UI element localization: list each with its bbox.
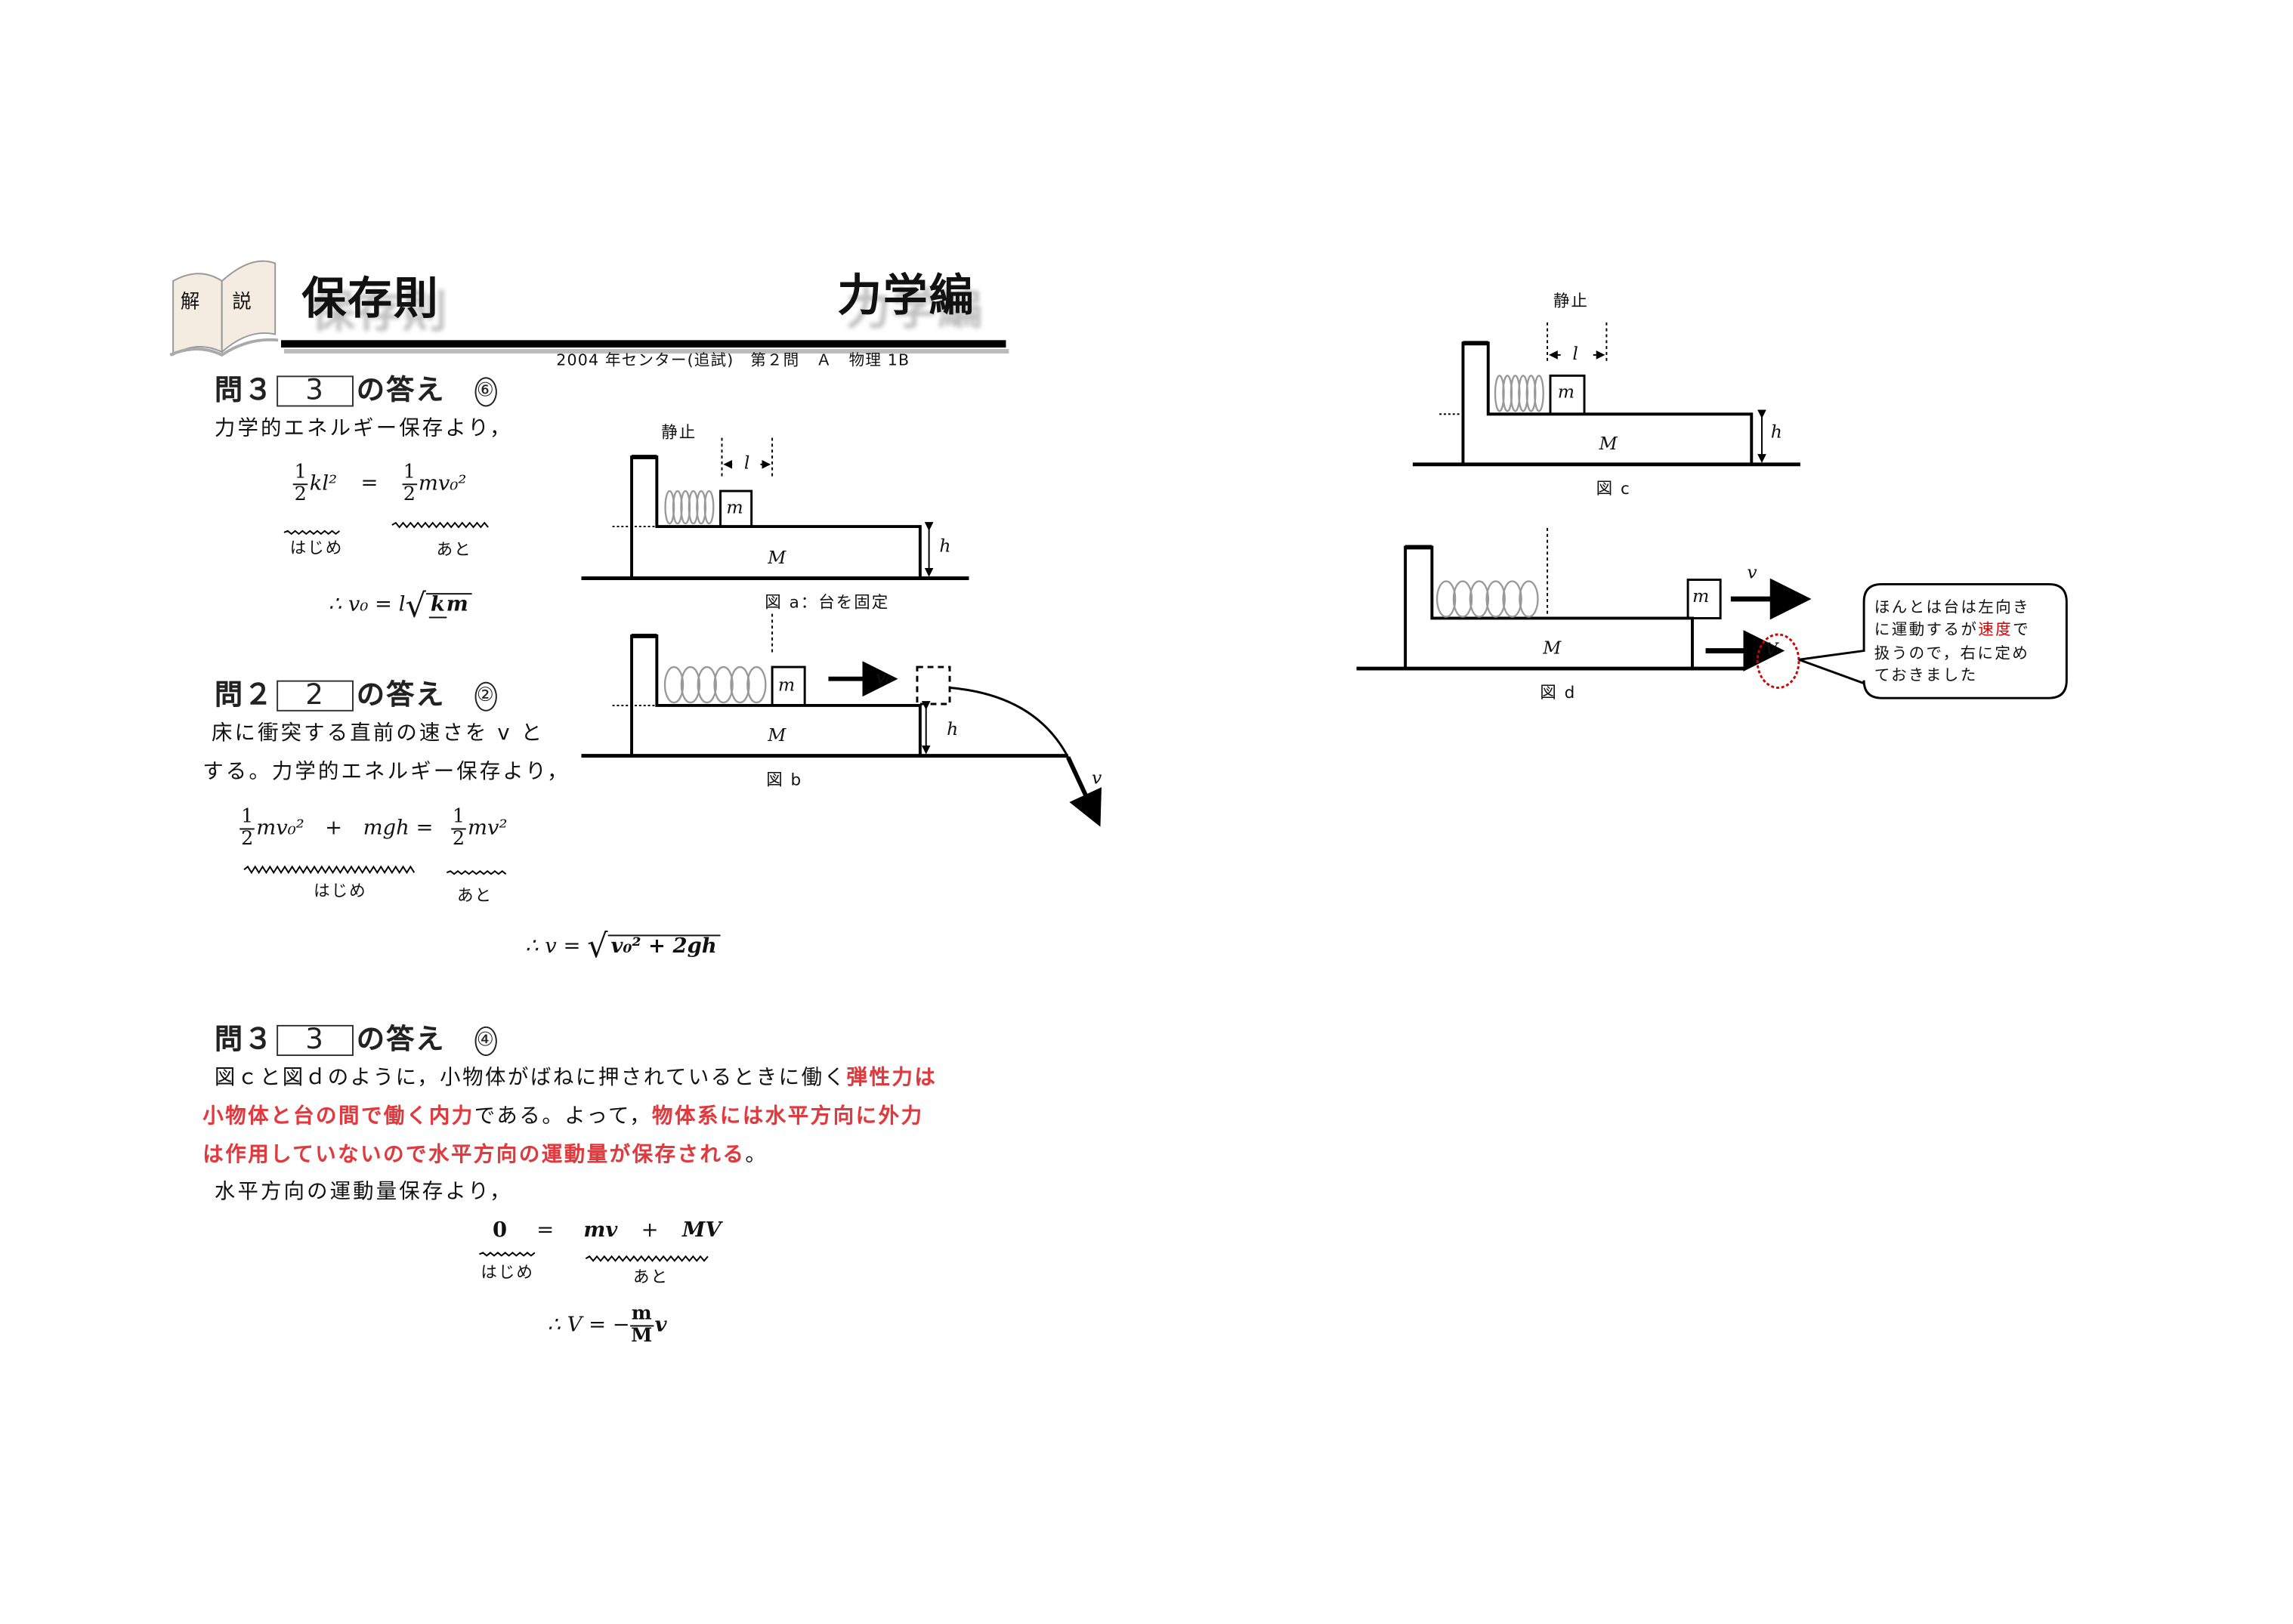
q1-after-label: あと <box>436 539 472 560</box>
wavy-underline <box>446 870 507 875</box>
fig-d-v: v <box>1747 562 1757 583</box>
fig-c-h: h <box>1770 421 1782 443</box>
q2-after-label: あと <box>457 885 493 906</box>
highlight-circle <box>1756 633 1800 689</box>
fig-c-M: M <box>1599 433 1618 455</box>
q3-before-label: はじめ <box>481 1263 534 1283</box>
fig-c-caption: 図 c <box>1596 479 1631 499</box>
q3-after-label: あと <box>633 1267 669 1287</box>
spring-coil <box>1435 580 1457 618</box>
fig-c-l: l <box>1572 343 1578 364</box>
book-label-1: 解 <box>180 291 200 314</box>
callout-bubble <box>1798 582 2068 699</box>
spring-coil <box>1519 580 1539 618</box>
spring-coil <box>1452 580 1473 618</box>
category-title: 力学編 <box>837 270 975 323</box>
q3-line4: 水平方向の運動量保存より， <box>214 1180 513 1204</box>
q2-before-label: はじめ <box>314 881 367 901</box>
fig-d-caption: 図 d <box>1540 683 1577 703</box>
q2-result: ∴ v = √v₀² + 2gh <box>525 931 720 965</box>
fig-c-rest: 静止 <box>1553 291 1589 311</box>
fig-a-h: h <box>939 535 951 557</box>
figure-c <box>1412 322 1800 467</box>
book-icon <box>169 260 279 357</box>
fig-b-v0: v₀ <box>876 667 893 688</box>
fig-a-M: M <box>768 547 786 568</box>
callout-text: ほんとは台は左向き に運動するが速度で 扱うので，右に定め ておきました <box>1874 598 2030 685</box>
fig-b-m: m <box>777 674 796 696</box>
spring-coil <box>663 665 685 704</box>
q1-before-label: はじめ <box>289 538 344 558</box>
fig-b-M: M <box>768 724 786 746</box>
fig-b-v: v <box>1092 767 1102 789</box>
q1-intro: 力学的エネルギー保存より， <box>214 417 513 441</box>
book-label-2: 説 <box>232 291 252 314</box>
wavy-underline <box>585 1255 709 1262</box>
fig-b-caption: 図 b <box>766 770 803 790</box>
spring-coil <box>703 489 715 525</box>
q3-equation: 0=mv+MV <box>493 1218 722 1243</box>
spring-coil <box>1469 580 1490 618</box>
fig-a-rest: 静止 <box>661 422 697 443</box>
q3-line2: 小物体と台の間で働く内力である。よって，物体系には水平方向に外力 <box>202 1104 924 1128</box>
fig-a-m: m <box>726 496 743 518</box>
spring-coil <box>746 665 767 704</box>
spring-coil <box>1534 375 1544 412</box>
wavy-underline <box>391 521 489 529</box>
spring-coil <box>1502 580 1522 618</box>
spring-coil <box>680 665 701 704</box>
q2-line2: する。力学的エネルギー保存より， <box>202 760 570 784</box>
fig-d-V: V <box>1764 638 1778 660</box>
source-line: 2004 年センター(追試) 第２問 Ａ 物理 1B <box>556 352 910 370</box>
fig-a-l: l <box>743 452 750 474</box>
spring-coil <box>697 665 717 704</box>
fig-a-caption: 図 a：台を固定 <box>765 593 890 613</box>
q2-line1: 床に衝突する直前の速さを v と <box>211 721 545 746</box>
figure-d <box>1356 528 2068 699</box>
wavy-underline <box>243 865 416 875</box>
figure-b <box>581 613 1102 827</box>
q3-line1: 図ｃと図ｄのように，小物体がばねに押されているときに働く弾性力は <box>214 1066 938 1091</box>
spring-coil <box>1485 580 1506 618</box>
wavy-underline <box>479 1252 536 1257</box>
spring-coil <box>730 665 750 704</box>
fig-d-m: m <box>1692 585 1710 607</box>
fig-c-m: m <box>1557 381 1575 403</box>
fig-b-h: h <box>947 718 959 739</box>
fig-d-M: M <box>1543 637 1562 659</box>
spring-coil <box>713 665 734 704</box>
page-title: 保存則 <box>301 273 440 326</box>
wavy-underline <box>283 529 340 536</box>
figure-a <box>581 437 969 581</box>
header-rule <box>281 340 1006 348</box>
q3-line3: は作用していないので水平方向の運動量が保存される。 <box>202 1143 768 1167</box>
